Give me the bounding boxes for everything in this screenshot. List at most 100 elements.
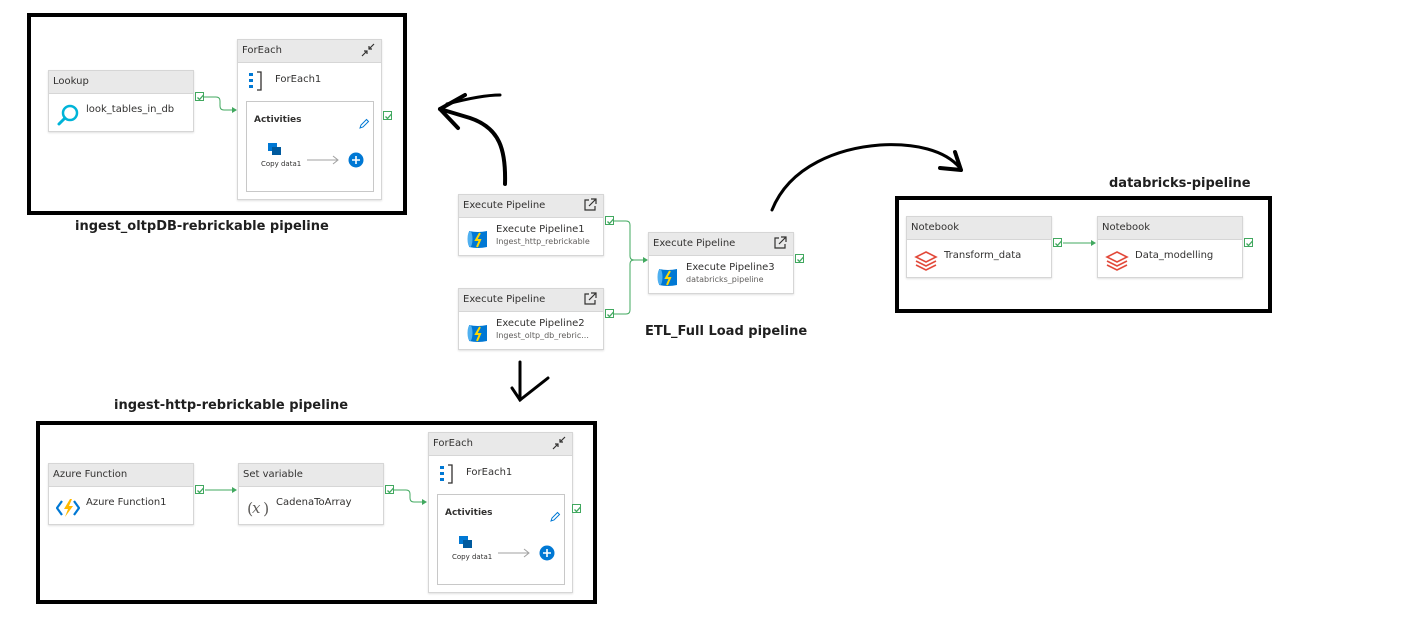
svg-text:(: (: [247, 499, 253, 518]
activities-title: Activities: [445, 508, 493, 518]
execute-pipeline-icon: [657, 269, 677, 286]
databricks-icon: [914, 251, 938, 271]
svg-text:x: x: [252, 499, 261, 517]
success-check-icon[interactable]: [383, 111, 392, 120]
copy-data-label: Copy data1: [452, 553, 493, 561]
hand-arrowhead-databricks: [938, 150, 963, 172]
success-check-icon[interactable]: [605, 216, 614, 225]
hand-arrowhead-down: [510, 376, 550, 403]
activity-name: look_tables_in_db: [86, 104, 175, 115]
foreach-activity[interactable]: ForEach ForEach1 Activities Copy data1: [237, 39, 382, 200]
http-pipeline-frame: [36, 421, 597, 604]
oltp-pipeline-label: ingest_oltpDB-rebrickable pipeline: [75, 219, 329, 234]
connector-arrowhead: [1091, 240, 1096, 246]
activity-type-label: Execute Pipeline: [459, 195, 603, 218]
lookup-activity[interactable]: Lookup look_tables_in_db: [48, 70, 194, 132]
success-check-icon[interactable]: [605, 309, 614, 318]
add-activity-icon[interactable]: [539, 545, 555, 561]
activity-type-label: Execute Pipeline: [649, 233, 793, 256]
activity-name: ForEach1: [466, 467, 513, 478]
foreach-icon: [440, 464, 453, 484]
activity-name: Transform_data: [944, 250, 1022, 261]
collapse-icon[interactable]: [361, 43, 375, 57]
activity-type-label: ForEach: [429, 433, 572, 456]
hand-arrow-to-databricks: [770, 143, 962, 212]
execute-pipeline1-activity[interactable]: Execute Pipeline Execute Pipeline1 Inges…: [458, 194, 604, 256]
activity-type-label: Notebook: [907, 217, 1051, 240]
etl-pipeline-label: ETL_Full Load pipeline: [645, 324, 808, 339]
add-activity-icon[interactable]: [348, 152, 364, 168]
activity-type-label: Lookup: [49, 71, 193, 94]
activity-name: Execute Pipeline1: [496, 224, 585, 235]
activities-title: Activities: [254, 115, 302, 125]
collapse-icon[interactable]: [552, 436, 566, 450]
success-check-icon[interactable]: [795, 254, 804, 263]
http-pipeline-label: ingest-http-rebrickable pipeline: [114, 398, 349, 413]
copy-data-icon[interactable]: [267, 142, 283, 158]
pipeline-reference: Ingest_http_rebrickable: [496, 237, 590, 246]
execute-pipeline-icon: [467, 325, 487, 342]
activity-name: ForEach1: [275, 74, 322, 85]
search-icon: [57, 104, 79, 126]
activity-type-text: ForEach: [433, 438, 473, 449]
success-check-icon[interactable]: [195, 485, 204, 494]
activity-type-label: ForEach: [238, 40, 381, 63]
connector-arrowhead: [232, 487, 237, 493]
connector-arrowhead: [422, 499, 427, 505]
execute-pipeline-icon: [467, 231, 487, 248]
connector-exec2-exec3: [614, 259, 635, 315]
connector-lookup-foreach: [204, 96, 236, 111]
open-external-icon[interactable]: [773, 236, 787, 250]
activity-type-text: ForEach: [242, 45, 282, 56]
variable-icon: ( x ): [247, 499, 269, 518]
activity-type-label: Notebook: [1098, 217, 1242, 240]
foreach-icon: [249, 71, 262, 91]
svg-text:): ): [263, 499, 269, 518]
success-check-icon[interactable]: [1053, 238, 1062, 247]
open-external-icon[interactable]: [583, 198, 597, 212]
activity-type-label: Set variable: [239, 464, 383, 487]
open-external-icon[interactable]: [583, 292, 597, 306]
azure-function-icon: [56, 499, 80, 517]
activity-name: Execute Pipeline3: [686, 262, 775, 273]
databricks-pipeline-label: databricks-pipeline: [1109, 176, 1251, 191]
activity-name: Data_modelling: [1135, 250, 1214, 261]
success-check-icon[interactable]: [572, 504, 581, 513]
activity-type-text: Execute Pipeline: [463, 294, 546, 305]
copy-data-icon[interactable]: [458, 535, 474, 551]
connector-arrowhead: [643, 257, 648, 263]
activity-type-label: Azure Function: [49, 464, 193, 487]
notebook-modelling-activity[interactable]: Notebook Data_modelling: [1097, 216, 1243, 278]
pipeline-reference: databricks_pipeline: [686, 275, 764, 284]
oltp-pipeline-frame: [27, 13, 407, 215]
edit-icon[interactable]: [358, 118, 370, 130]
add-arrow: [307, 155, 339, 165]
connector-setvar-foreach: [394, 489, 424, 503]
edit-icon[interactable]: [549, 511, 561, 523]
set-variable-activity[interactable]: Set variable ( x ) CadenaToArray: [238, 463, 384, 525]
copy-data-label: Copy data1: [261, 160, 302, 168]
pipeline-reference: Ingest_oltp_db_rebric...: [496, 331, 589, 340]
success-check-icon[interactable]: [1244, 238, 1253, 247]
activities-container[interactable]: Activities Copy data1: [246, 101, 374, 192]
foreach-activity[interactable]: ForEach ForEach1 Activities Copy data1: [428, 432, 573, 593]
add-arrow: [498, 548, 530, 558]
databricks-pipeline-frame: [895, 196, 1272, 313]
execute-pipeline2-activity[interactable]: Execute Pipeline Execute Pipeline2 Inges…: [458, 288, 604, 350]
activities-container[interactable]: Activities Copy data1: [437, 494, 565, 585]
hand-arrow-to-oltp: [438, 107, 508, 186]
success-check-icon[interactable]: [195, 92, 204, 101]
execute-pipeline3-activity[interactable]: Execute Pipeline Execute Pipeline3 datab…: [648, 232, 794, 294]
success-check-icon[interactable]: [385, 485, 394, 494]
connector-exec1-exec3: [614, 220, 646, 261]
activity-type-text: Execute Pipeline: [653, 238, 736, 249]
databricks-icon: [1105, 251, 1129, 271]
activity-type-label: Execute Pipeline: [459, 289, 603, 312]
activity-type-text: Execute Pipeline: [463, 200, 546, 211]
activity-name: Azure Function1: [86, 497, 167, 508]
notebook-transform-activity[interactable]: Notebook Transform_data: [906, 216, 1052, 278]
activity-name: Execute Pipeline2: [496, 318, 585, 329]
azure-function-activity[interactable]: Azure Function Azure Function1: [48, 463, 194, 525]
connector-arrowhead: [232, 107, 237, 113]
